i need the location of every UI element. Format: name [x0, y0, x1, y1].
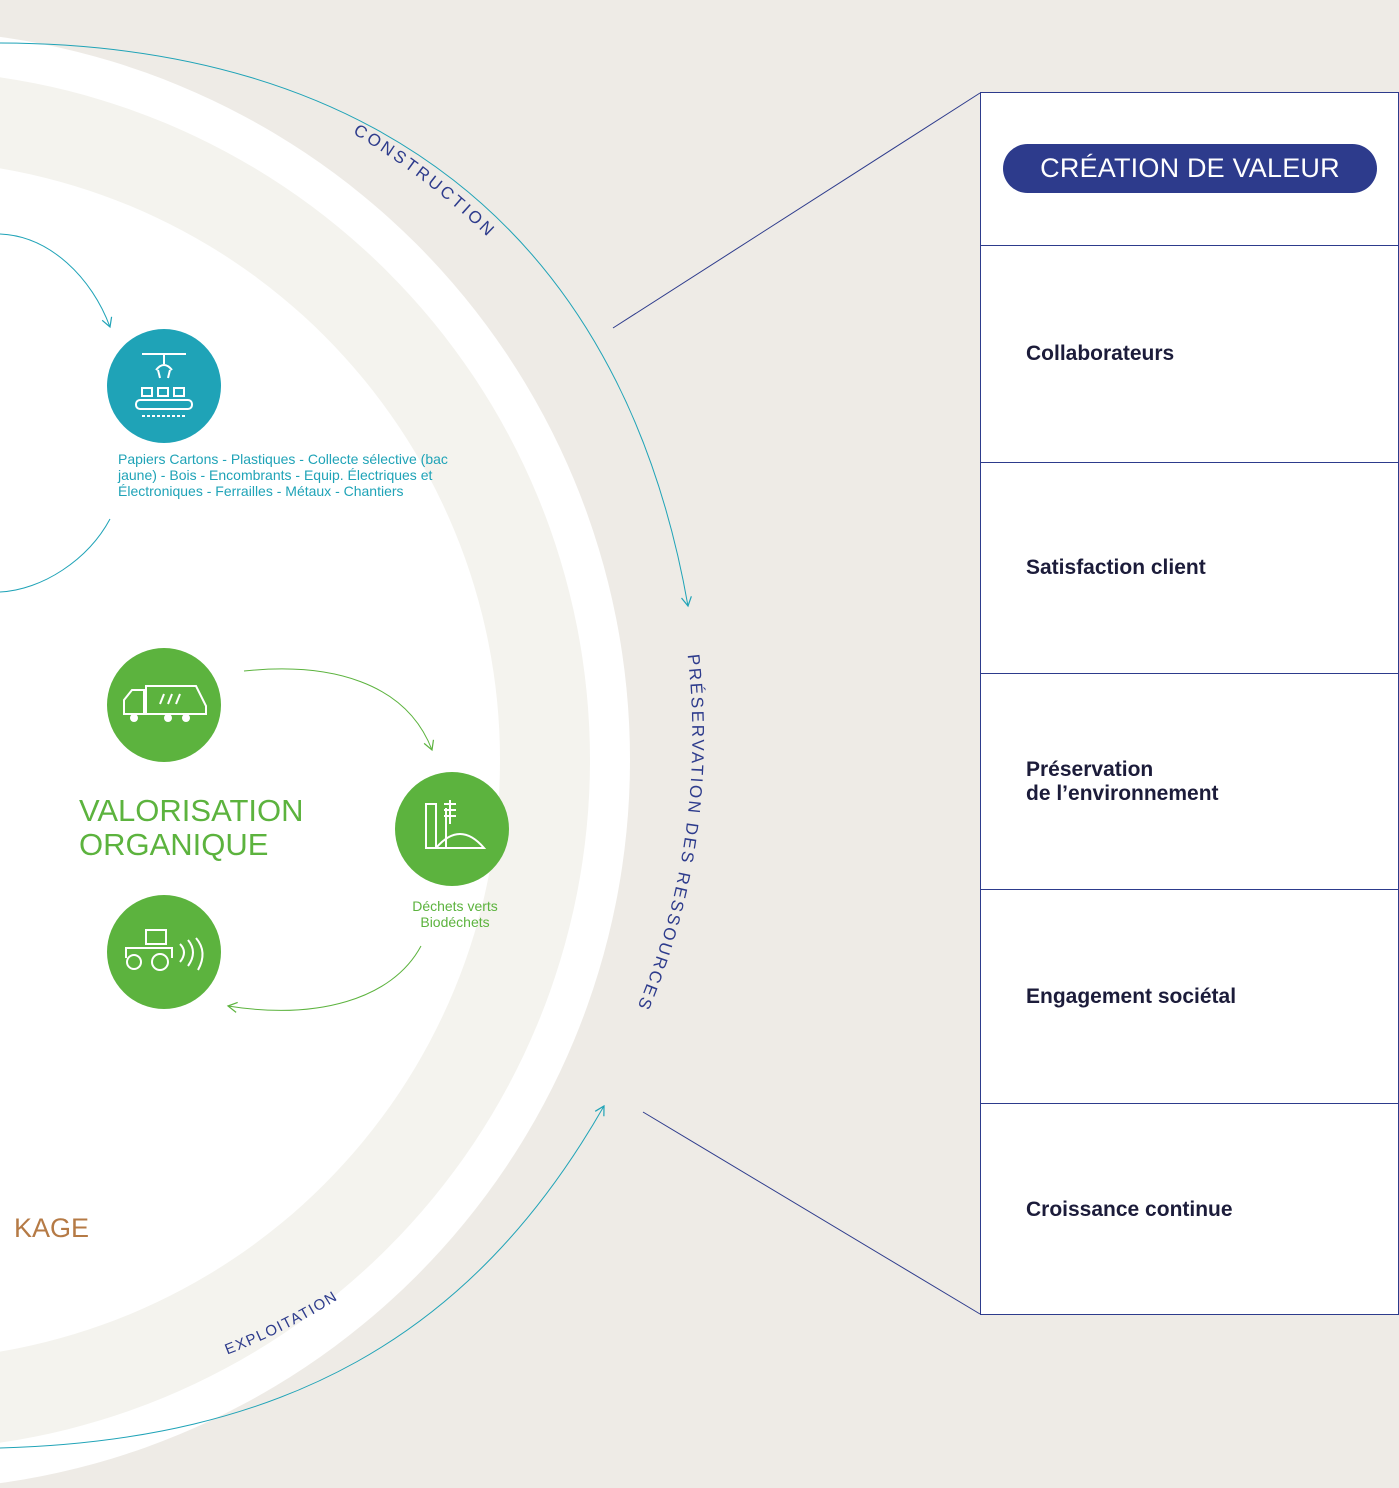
value-creation-panel: CRÉATION DE VALEUR Collaborateurs Satisf…	[980, 92, 1399, 1315]
organic-arrow-truck-to-plant	[243, 668, 435, 752]
organic-title-line1: VALORISATION	[79, 793, 304, 828]
methanisation-plant-icon	[395, 772, 509, 886]
sorting-conveyor-icon	[107, 329, 221, 443]
sorting-caption: Papiers Cartons - Plastiques - Collecte …	[118, 451, 448, 499]
organic-arrow-plant-to-tractor	[226, 945, 422, 1013]
organic-caption-line2: Biodéchets	[420, 914, 490, 930]
preservation-ring-label: PRÉSERVATION DES RESSOURCES	[633, 653, 707, 1014]
sorting-cycle-arrow-top	[0, 233, 113, 329]
value-row-label: Collaborateurs	[1026, 342, 1175, 365]
storage-partial-label: KAGE	[14, 1213, 90, 1243]
value-row-label: Croissance continue	[1026, 1197, 1233, 1221]
value-row-label: Engagement sociétal	[1026, 984, 1237, 1008]
value-row-label: Satisfaction client	[1026, 556, 1206, 579]
organic-title-line2: ORGANIQUE	[79, 827, 269, 862]
value-row-croissance: Croissance continue	[981, 1104, 1398, 1315]
value-row-environnement: Préservation de l’environnement	[981, 674, 1398, 890]
organic-caption: Déchets verts Biodéchets	[396, 898, 514, 930]
sorting-cycle-arrow-bottom	[0, 518, 111, 593]
inner-disc	[0, 168, 500, 1352]
value-row-engagement: Engagement sociétal	[981, 890, 1398, 1104]
value-row-label: Préservation de l’environnement	[1026, 757, 1219, 805]
organic-caption-line1: Déchets verts	[412, 898, 498, 914]
organic-title: VALORISATION ORGANIQUE	[79, 794, 304, 862]
value-row-collaborateurs: Collaborateurs	[981, 246, 1398, 463]
value-row-satisfaction: Satisfaction client	[981, 463, 1398, 674]
connector-bottom	[642, 1111, 981, 1315]
garbage-truck-icon	[107, 648, 221, 762]
exploitation-cycle-arrow	[0, 1104, 605, 1449]
value-creation-title: CRÉATION DE VALEUR	[1003, 144, 1377, 193]
construction-cycle-arrow	[0, 42, 692, 608]
panel-header: CRÉATION DE VALEUR	[981, 93, 1398, 246]
connector-top	[612, 92, 981, 329]
tractor-spreader-icon	[107, 895, 221, 1009]
